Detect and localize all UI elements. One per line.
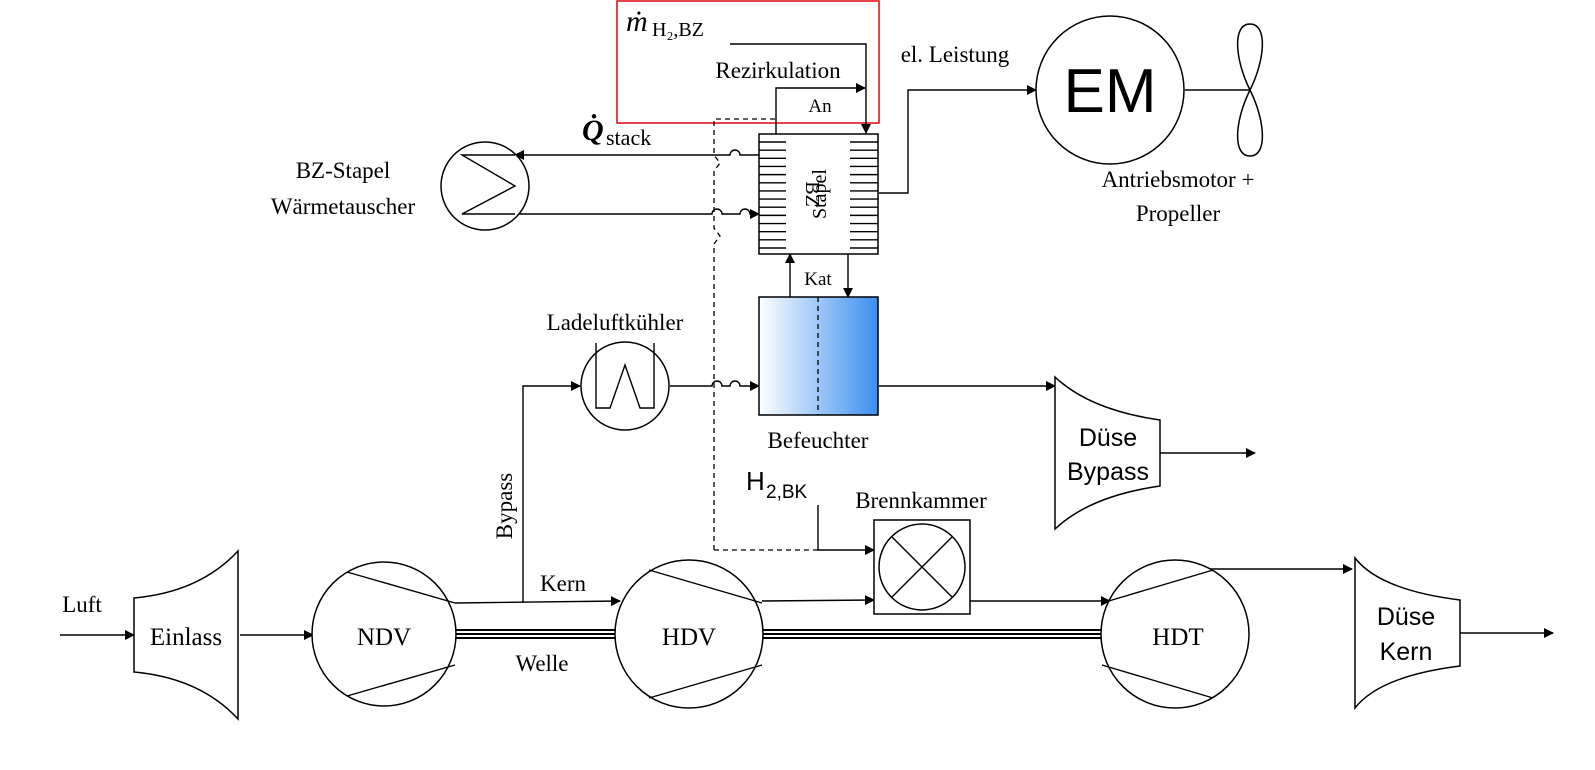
bypass-nozzle-label-2: Bypass [1067, 458, 1149, 486]
qdot-symbol: Q̇ [582, 114, 604, 147]
humidifier-label: Befeuchter [768, 428, 869, 453]
bypass-nozzle-label-1: Düse [1079, 424, 1137, 452]
stack-label-stapel: Stapel [809, 169, 831, 219]
inlet: Einlass [133, 549, 239, 721]
hdt-label: HDT [1152, 624, 1203, 651]
combustion-chamber [873, 519, 971, 615]
recirculation-label: Rezirkulation [715, 58, 841, 83]
stack-heat-label: Q̇ stack [582, 114, 651, 150]
stack-heat-exchanger [440, 141, 530, 231]
mdot-symbol: ṁ [626, 5, 648, 38]
cathode-label: Kat [804, 269, 832, 290]
core-nozzle-label-1: Düse [1377, 603, 1435, 631]
h2-bk-subscript: 2,BK [766, 482, 808, 503]
inlet-label: Einlass [150, 624, 222, 651]
motor-propeller-label-1: Antriebsmotor + [1102, 167, 1255, 192]
anode-label: An [808, 96, 832, 117]
low-pressure-compressor: NDV [311, 561, 457, 707]
stack-plates-left [759, 141, 786, 249]
qdot-subscript: stack [606, 125, 651, 150]
mdot-subscript: H₂,BZ [652, 19, 704, 41]
stack-label-bz: BZ [801, 181, 823, 207]
h2-bk-symbol: H [746, 466, 765, 496]
flow-lines [60, 43, 1554, 640]
hydrogen-massflow-label: ṁ H₂,BZ [626, 5, 704, 41]
bypass-label: Bypass [492, 473, 517, 540]
bypass-nozzle: Düse Bypass [1054, 375, 1161, 531]
hydrogen-dashed-line [713, 118, 776, 550]
propeller-icon [1236, 23, 1264, 157]
core-label: Kern [540, 571, 586, 596]
electric-motor: EM [1035, 15, 1185, 165]
electric-power-label: el. Leistung [901, 42, 1010, 67]
motor-propeller-label-2: Propeller [1136, 201, 1221, 226]
high-pressure-turbine: HDT [1100, 559, 1250, 709]
charge-air-cooler-label: Ladeluftkühler [547, 310, 684, 335]
shaft [455, 629, 1102, 639]
shaft-label: Welle [515, 651, 568, 676]
heat-exchanger-label-1: BZ-Stapel [296, 158, 391, 183]
recirculation-highlight-box [616, 0, 880, 124]
core-nozzle-label-2: Kern [1380, 638, 1433, 666]
stack-plates-right [850, 141, 878, 249]
ndv-label: NDV [357, 624, 411, 651]
combustion-chamber-label: Brennkammer [855, 488, 987, 513]
high-pressure-compressor: HDV [614, 559, 764, 709]
charge-air-cooler [580, 341, 670, 431]
heat-exchanger-label-2: Wärmetauscher [271, 194, 416, 219]
fuel-cell-stack: BZ Stapel [758, 133, 879, 255]
electric-motor-label: EM [1064, 57, 1157, 126]
humidifier [758, 296, 879, 416]
hydrogen-combustor-label: H 2,BK [746, 466, 808, 503]
core-nozzle: Düse Kern [1354, 555, 1461, 711]
hdv-label: HDV [662, 624, 716, 651]
air-label: Luft [62, 592, 102, 617]
